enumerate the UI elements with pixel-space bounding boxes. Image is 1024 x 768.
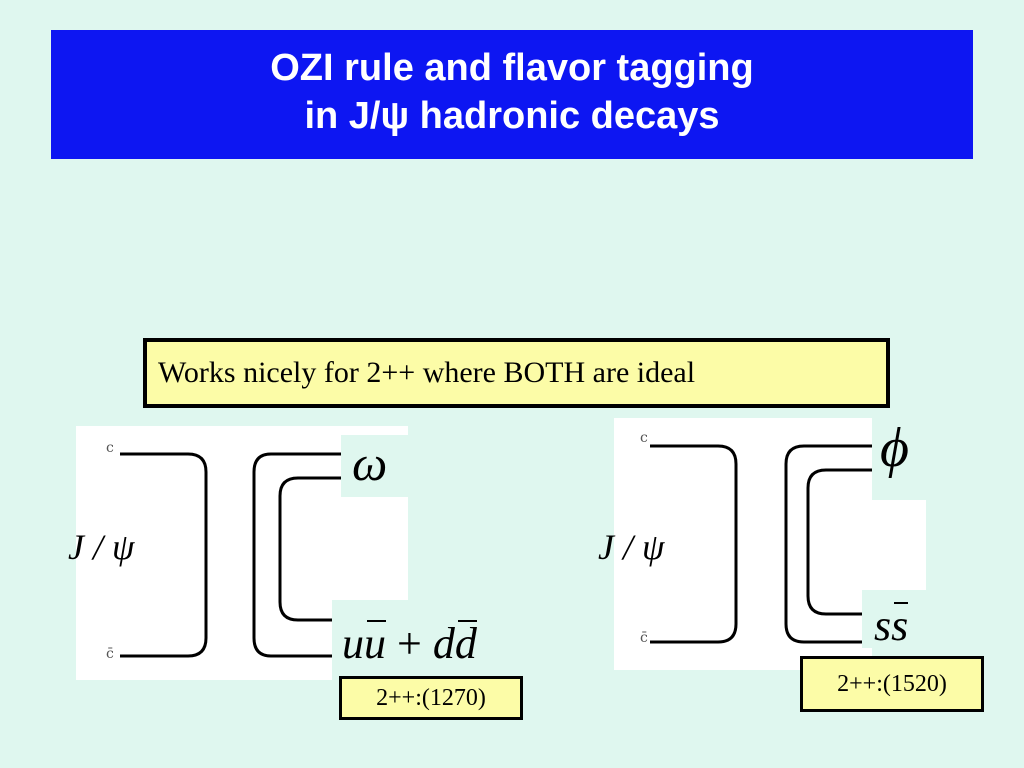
left-tag-box: 2++:(1270) <box>339 676 523 720</box>
quark-sbar: s <box>891 601 909 650</box>
right-tag-box: 2++:(1520) <box>800 656 984 712</box>
left-jpsi-label: J / ψ <box>68 527 135 567</box>
omega-meson-label: ω <box>352 435 388 491</box>
left-meson-top-bg <box>341 435 408 497</box>
plus-sign: + <box>386 619 433 668</box>
quark-cbar-label: c̄ <box>106 646 114 662</box>
quark-dbar: d <box>454 619 477 668</box>
right-diagram-lines <box>650 444 872 644</box>
phi-meson-label: ϕ <box>880 417 909 479</box>
right-jpsi-label: J / ψ <box>598 527 665 567</box>
note-box: Works nicely for 2++ where BOTH are idea… <box>143 338 890 408</box>
quark-c-label: c <box>640 430 648 446</box>
left-diagram-lines <box>120 452 342 658</box>
title-line-2: in J/ψ hadronic decays <box>304 95 720 137</box>
slide-title: OZI rule and flavor tagging in J/ψ hadro… <box>51 30 973 159</box>
left-meson-bottom-bg <box>332 600 412 680</box>
quark-u: u <box>342 619 364 668</box>
title-line-1: OZI rule and flavor tagging <box>270 47 754 89</box>
right-feynman-diagram: c c̄ <box>614 418 872 670</box>
ss-label: ss <box>874 601 909 650</box>
quark-ubar: u <box>364 619 386 668</box>
quark-cbar-label: c̄ <box>640 630 648 646</box>
quark-d: d <box>432 619 455 668</box>
uu-dd-label: uu + dd <box>342 619 477 668</box>
right-meson-bottom-bg <box>862 590 928 648</box>
right-diagram-white-extension <box>872 500 926 590</box>
quark-c-label: c <box>106 440 114 456</box>
quark-s: s <box>874 601 892 650</box>
